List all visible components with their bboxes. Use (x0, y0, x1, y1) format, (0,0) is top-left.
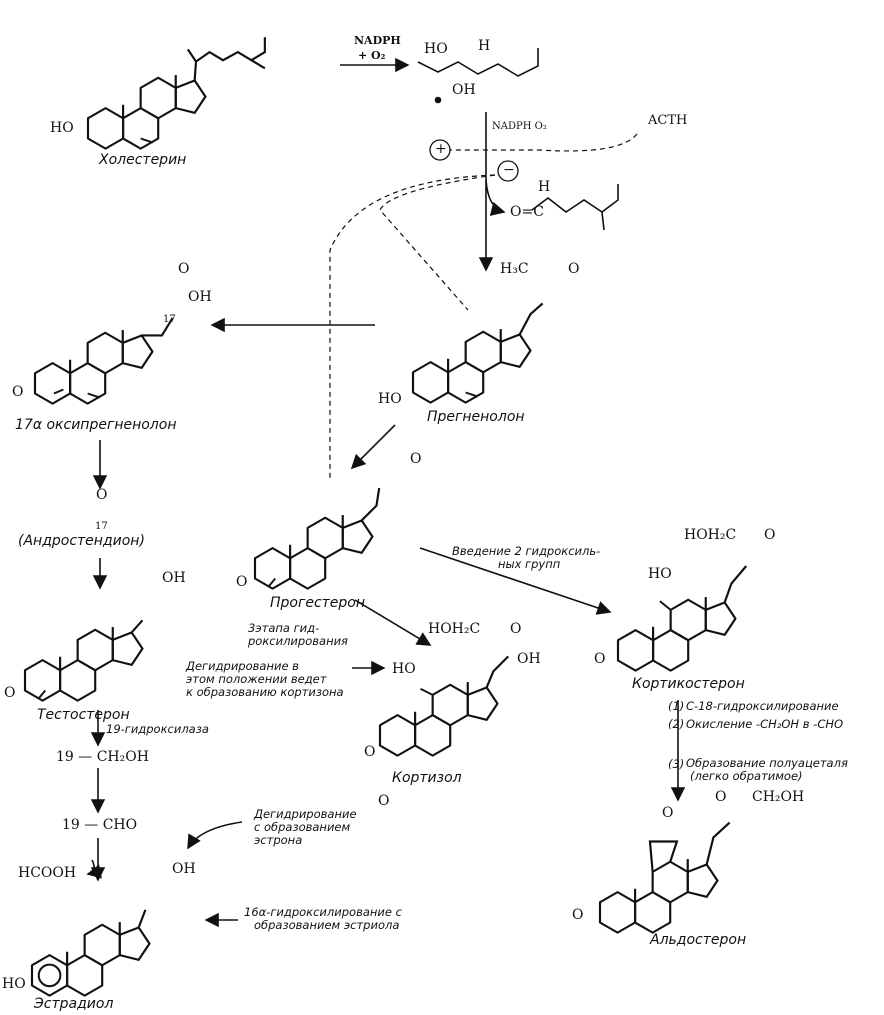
estradiol-ho: HO (2, 976, 26, 992)
minus-sign: − (503, 162, 515, 178)
cortisol-structure (378, 655, 510, 757)
hydroxylase-19-note: 19-гидроксилаза (106, 722, 209, 736)
cortico-o: O (764, 527, 776, 543)
estrone-note-3: эстрона (254, 833, 303, 847)
testosterone-structure (23, 619, 144, 702)
arrow-prog-to-cortisol (354, 599, 432, 646)
pregnenolone-label: Прегненолон (427, 409, 525, 425)
acth-label: ACTH (648, 113, 688, 128)
pregnenolone-structure (411, 302, 544, 404)
c19-ch2oh: 19 — CH₂OH (56, 749, 149, 765)
cortico-o-ring: O (594, 651, 606, 667)
step2-num: (2) (668, 717, 685, 731)
aldo-o-bridge: O (662, 805, 674, 821)
prog-o: O (410, 451, 422, 467)
estriol-note-2: образованием эстриола (254, 918, 400, 932)
androstenedione-label: (Андростендион) (18, 533, 145, 549)
diol-oh: OH (452, 82, 476, 98)
cortisol-o: O (510, 621, 522, 637)
prog-o-ring: O (236, 574, 248, 590)
diol-ho: HO (424, 41, 448, 57)
two-hydroxyls-note-2: ных групп (498, 557, 561, 571)
oxidation-step: Окисление -CH₂OH в -CHO (686, 717, 844, 731)
corticosterone-label: Кортикостерон (632, 676, 745, 692)
aldo-o-top: O (715, 789, 727, 805)
hcooh: HCOOH (18, 865, 77, 881)
feedback-dashed-1 (329, 174, 496, 480)
hydroxy-pregnenolone-structure (33, 317, 174, 405)
arrow-hcooh (86, 859, 102, 879)
aldosterone-structure (598, 821, 731, 934)
estrone-note-2: с образованием (254, 820, 351, 834)
dehydration-note-1: Дегидрирование в (186, 659, 299, 673)
hydroxy-pregnenolone-label: 17α оксипрегненолон (15, 417, 177, 433)
estrone-note-1: Дегидрирование (254, 807, 357, 821)
acth-dashed (450, 133, 638, 152)
estradiol-oh: OH (172, 861, 196, 877)
nadph-vertical: NADPH O₂ (492, 121, 547, 132)
two-hydroxyls-note-1: Введение 2 гидроксиль- (452, 544, 601, 558)
cortisol-o-ring: O (364, 744, 376, 760)
hemiacetal-1: Образование полуацеталя (686, 756, 848, 770)
estriol-note-1: 16α-гидроксилирование с (244, 905, 402, 919)
hp-oh: OH (188, 289, 212, 305)
andro-c17: 17 (95, 521, 108, 532)
hp-c17: 17 (163, 314, 176, 325)
estradiol-structure (30, 909, 151, 997)
cholesterol-label: Холестерин (99, 152, 187, 168)
isocaproaldehyde (531, 184, 619, 231)
aldehyde-h: H (538, 179, 551, 195)
andro-o: O (96, 487, 108, 503)
cholesterol-structure (86, 37, 266, 150)
hp-o: O (178, 261, 190, 277)
preg-h3c: H₃C (500, 261, 529, 277)
progesterone-structure (253, 487, 381, 590)
feedback-dashed-2 (379, 174, 496, 311)
testosterone-label: Тестостерон (37, 707, 130, 723)
hemiacetal-2: (легко обратимое) (690, 769, 803, 783)
arrow-preg-to-prog (350, 424, 396, 470)
cortico-hoh2c: HOH₂C (684, 527, 737, 543)
estradiol-label: Эстрадиол (34, 996, 114, 1012)
step3-num: (3) (668, 757, 685, 771)
arrow-to-aldehyde (485, 179, 506, 216)
cortisol-hoh2c: HOH₂C (428, 621, 481, 637)
three-steps-note-2: роксилирования (248, 634, 348, 648)
aldo-ch2oh: CH₂OH (752, 789, 805, 805)
cortisol-label: Кортизол (392, 770, 462, 786)
dehydration-note-2: этом положении ведет (186, 672, 327, 686)
hp-o-ring: O (12, 384, 24, 400)
c18-step: C-18-гидроксилирование (686, 699, 839, 713)
three-steps-note-1: 3этапа гид- (248, 621, 320, 635)
cortisol-ho: HO (392, 661, 416, 677)
testo-o: O (4, 685, 16, 701)
testo-oh: OH (162, 570, 186, 586)
aldo-o-ring: O (572, 907, 584, 923)
corticosterone-structure (616, 565, 748, 672)
cholesterol-ho: HO (50, 120, 74, 136)
aldehyde-oc: O=C (510, 204, 544, 220)
cortisol-oh: OH (517, 651, 541, 667)
cortico-ho: HO (648, 566, 672, 582)
c19-cho: 19 — CHO (62, 817, 138, 833)
preg-ho: HO (378, 391, 402, 407)
plus-sign: + (435, 141, 447, 157)
arrow-prog-to-corticosterone (419, 547, 612, 615)
dehydration-note-3: к образованию кортизона (186, 685, 344, 699)
arrow-estrone (187, 821, 243, 850)
aldosterone-label: Альдостерон (650, 932, 747, 948)
estrone-o: O (378, 793, 390, 809)
nadph-label-1: NADPH (354, 34, 401, 47)
nadph-label-2: + O₂ (358, 49, 386, 62)
diol-h: H (478, 38, 491, 54)
progesterone-label: Прогестерон (270, 595, 366, 611)
diol-sidechain (417, 48, 539, 104)
step1-num: (1) (668, 699, 685, 713)
preg-o: O (568, 261, 580, 277)
